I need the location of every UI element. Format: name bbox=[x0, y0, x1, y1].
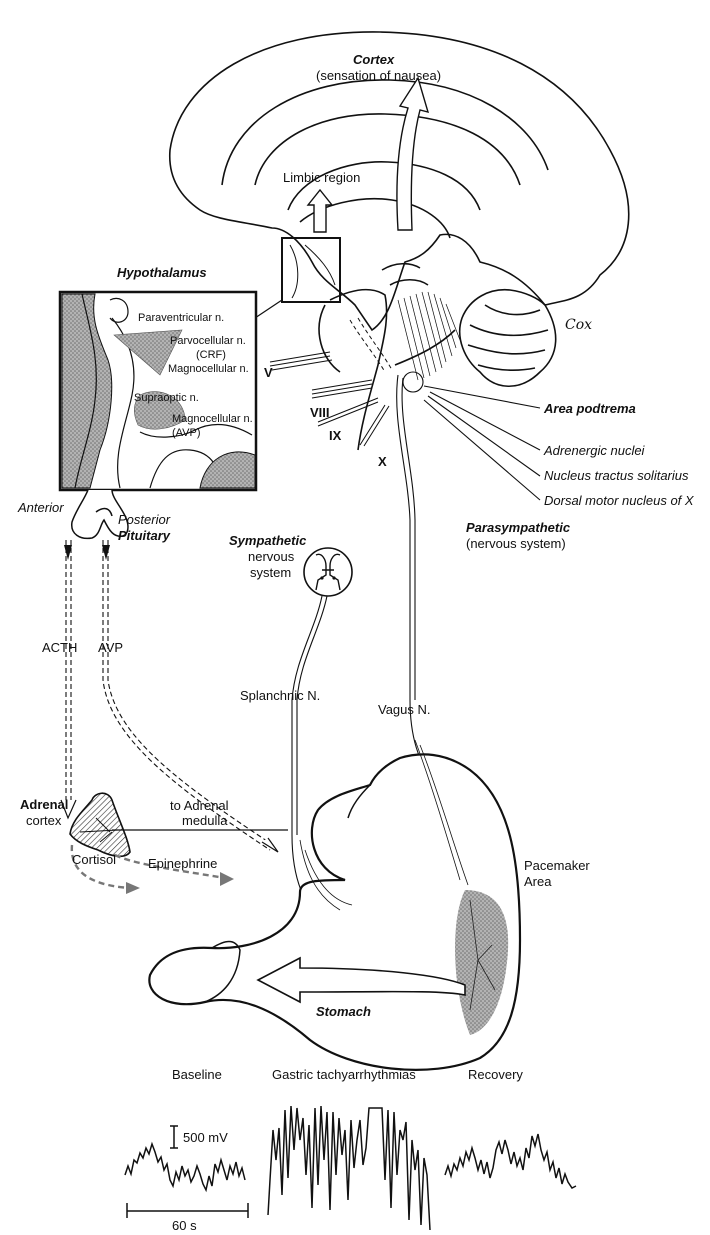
vagus-label: Vagus N. bbox=[378, 702, 431, 717]
cortisol-arrowhead bbox=[126, 882, 140, 894]
artist-signature: Cox bbox=[565, 318, 592, 333]
parvocellular-label: Parvocellular n. bbox=[170, 335, 246, 348]
magnocellular-label-2: Magnocellular n. bbox=[172, 413, 253, 426]
epinephrine-arrowhead bbox=[220, 872, 234, 886]
epinephrine-label: Epinephrine bbox=[148, 856, 217, 871]
pacemaker-line1: Pacemaker bbox=[524, 858, 590, 873]
nerve-viii-label: VIII bbox=[310, 405, 330, 420]
cortex-subtitle: (sensation of nausea) bbox=[316, 68, 441, 83]
adrenal-subtitle: cortex bbox=[26, 813, 61, 828]
tachyarrhythmia-label: Gastric tachyarrhythmias bbox=[272, 1067, 416, 1082]
sympathetic-title: Sympathetic bbox=[229, 533, 306, 548]
stomach-label: Stomach bbox=[316, 1004, 371, 1019]
hypothalamus-title: Hypothalamus bbox=[117, 265, 207, 280]
anterior-label: Anterior bbox=[18, 500, 64, 515]
hypothalamus-locator-sketch bbox=[290, 245, 335, 298]
recovery-trace bbox=[445, 1134, 576, 1188]
adrenal-title: Adrenal bbox=[20, 797, 68, 812]
cortex-title: Cortex bbox=[353, 52, 394, 67]
baseline-trace bbox=[125, 1144, 245, 1190]
splanchnic-label: Splanchnic N. bbox=[240, 688, 320, 703]
paraventricular-label: Paraventricular n. bbox=[138, 312, 224, 325]
adrenal-gland bbox=[70, 793, 130, 856]
avp-label: AVP bbox=[98, 640, 123, 655]
posterior-label: Posterior bbox=[118, 512, 170, 527]
pituitary-title: Pituitary bbox=[118, 528, 170, 543]
nts-label: Nucleus tractus solitarius bbox=[544, 468, 689, 483]
crf-label: (CRF) bbox=[196, 349, 226, 362]
limbic-region-label: Limbic region bbox=[283, 170, 360, 185]
stomach bbox=[149, 740, 520, 1070]
parasympathetic-title: Parasympathetic bbox=[466, 520, 570, 535]
nerve-x-label: X bbox=[378, 454, 387, 469]
sympathetic-line1: nervous bbox=[248, 549, 294, 564]
adrenergic-nuclei-label: Adrenergic nuclei bbox=[544, 443, 644, 458]
nerve-v-label: V bbox=[264, 365, 273, 380]
brainstem-hatching bbox=[398, 292, 460, 380]
supraoptic-label: Supraoptic n. bbox=[134, 392, 199, 405]
zoom-line bbox=[255, 300, 282, 318]
spinal-cord-section bbox=[304, 548, 352, 596]
avp-nucleus-label: (AVP) bbox=[172, 427, 201, 440]
time-scale-label: 60 s bbox=[172, 1218, 197, 1233]
vagus-nerve bbox=[397, 375, 430, 780]
voltage-scale-label: 500 mV bbox=[183, 1130, 228, 1145]
splanchnic-nerve bbox=[292, 596, 327, 920]
magnocellular-label-1: Magnocellular n. bbox=[168, 363, 249, 376]
recovery-label: Recovery bbox=[468, 1067, 523, 1082]
brainstem-leaders bbox=[403, 372, 540, 500]
dmnx-label: Dorsal motor nucleus of X bbox=[544, 493, 694, 508]
baseline-label: Baseline bbox=[172, 1067, 222, 1082]
parasympathetic-subtitle: (nervous system) bbox=[466, 536, 566, 551]
sympathetic-line2: system bbox=[250, 565, 291, 580]
area-postrema-label: Area podtrema bbox=[544, 401, 636, 416]
acth-label: ACTH bbox=[42, 640, 77, 655]
tachyarrhythmia-trace bbox=[268, 1106, 430, 1230]
medulla-line2: medulla bbox=[182, 813, 228, 828]
pacemaker-line2: Area bbox=[524, 874, 551, 889]
hypothalamus-locator-box bbox=[282, 238, 340, 302]
nerve-ix-label: IX bbox=[329, 428, 341, 443]
medulla-line1: to Adrenal bbox=[170, 798, 229, 813]
cortisol-label: Cortisol bbox=[72, 852, 116, 867]
ascending-arrows bbox=[308, 78, 428, 232]
